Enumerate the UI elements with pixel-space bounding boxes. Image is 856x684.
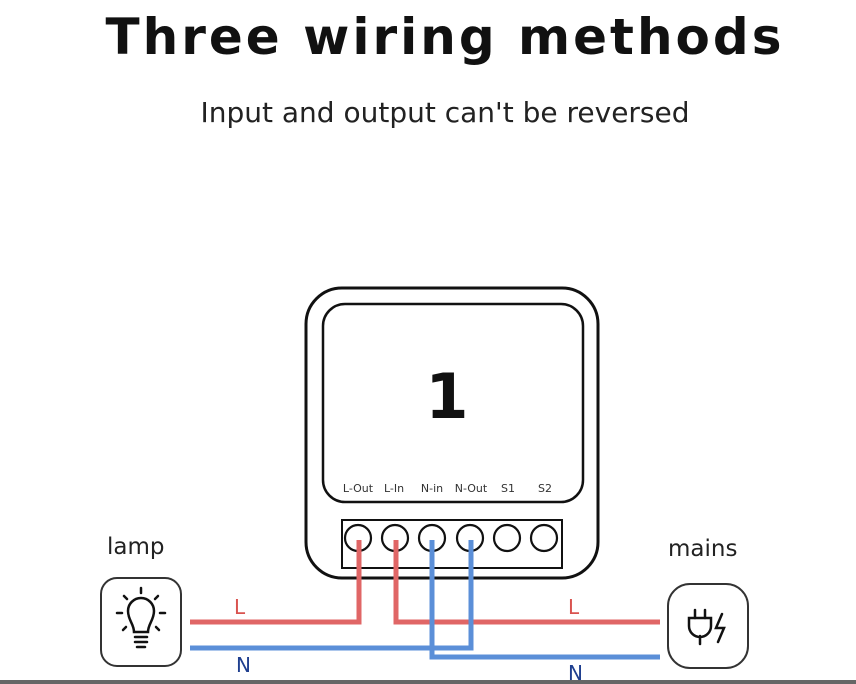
- terminal-block: [341, 519, 563, 569]
- terminal-label: N-Out: [455, 482, 488, 495]
- module-number: 1: [425, 360, 468, 433]
- page-title: Three wiring methods: [105, 8, 785, 66]
- terminal-s1: [492, 523, 522, 553]
- neutral-wire-mains: [429, 540, 660, 660]
- wire-label-l: L: [568, 595, 580, 619]
- neutral-wire-lamp: [190, 540, 474, 651]
- terminal-label: S2: [538, 482, 552, 495]
- bottom-border: [0, 680, 856, 684]
- terminal-label: L-Out: [343, 482, 374, 495]
- subtitle: Input and output can't be reversed: [200, 96, 690, 129]
- live-wire-mains: [393, 540, 660, 625]
- terminal-label: L-In: [384, 482, 404, 495]
- plug-icon: [667, 583, 749, 669]
- lamp-label: lamp: [107, 534, 165, 560]
- wire-label-n: N: [568, 661, 583, 684]
- lamp-icon: [100, 577, 182, 667]
- terminal-label: S1: [501, 482, 515, 495]
- module-face: [321, 302, 585, 504]
- terminal-label: N-in: [421, 482, 443, 495]
- wire-label-l: L: [234, 595, 246, 619]
- live-wire-lamp: [190, 540, 362, 625]
- wire-label-n: N: [236, 653, 251, 677]
- mains-label: mains: [668, 536, 738, 562]
- terminal-s2: [529, 523, 559, 553]
